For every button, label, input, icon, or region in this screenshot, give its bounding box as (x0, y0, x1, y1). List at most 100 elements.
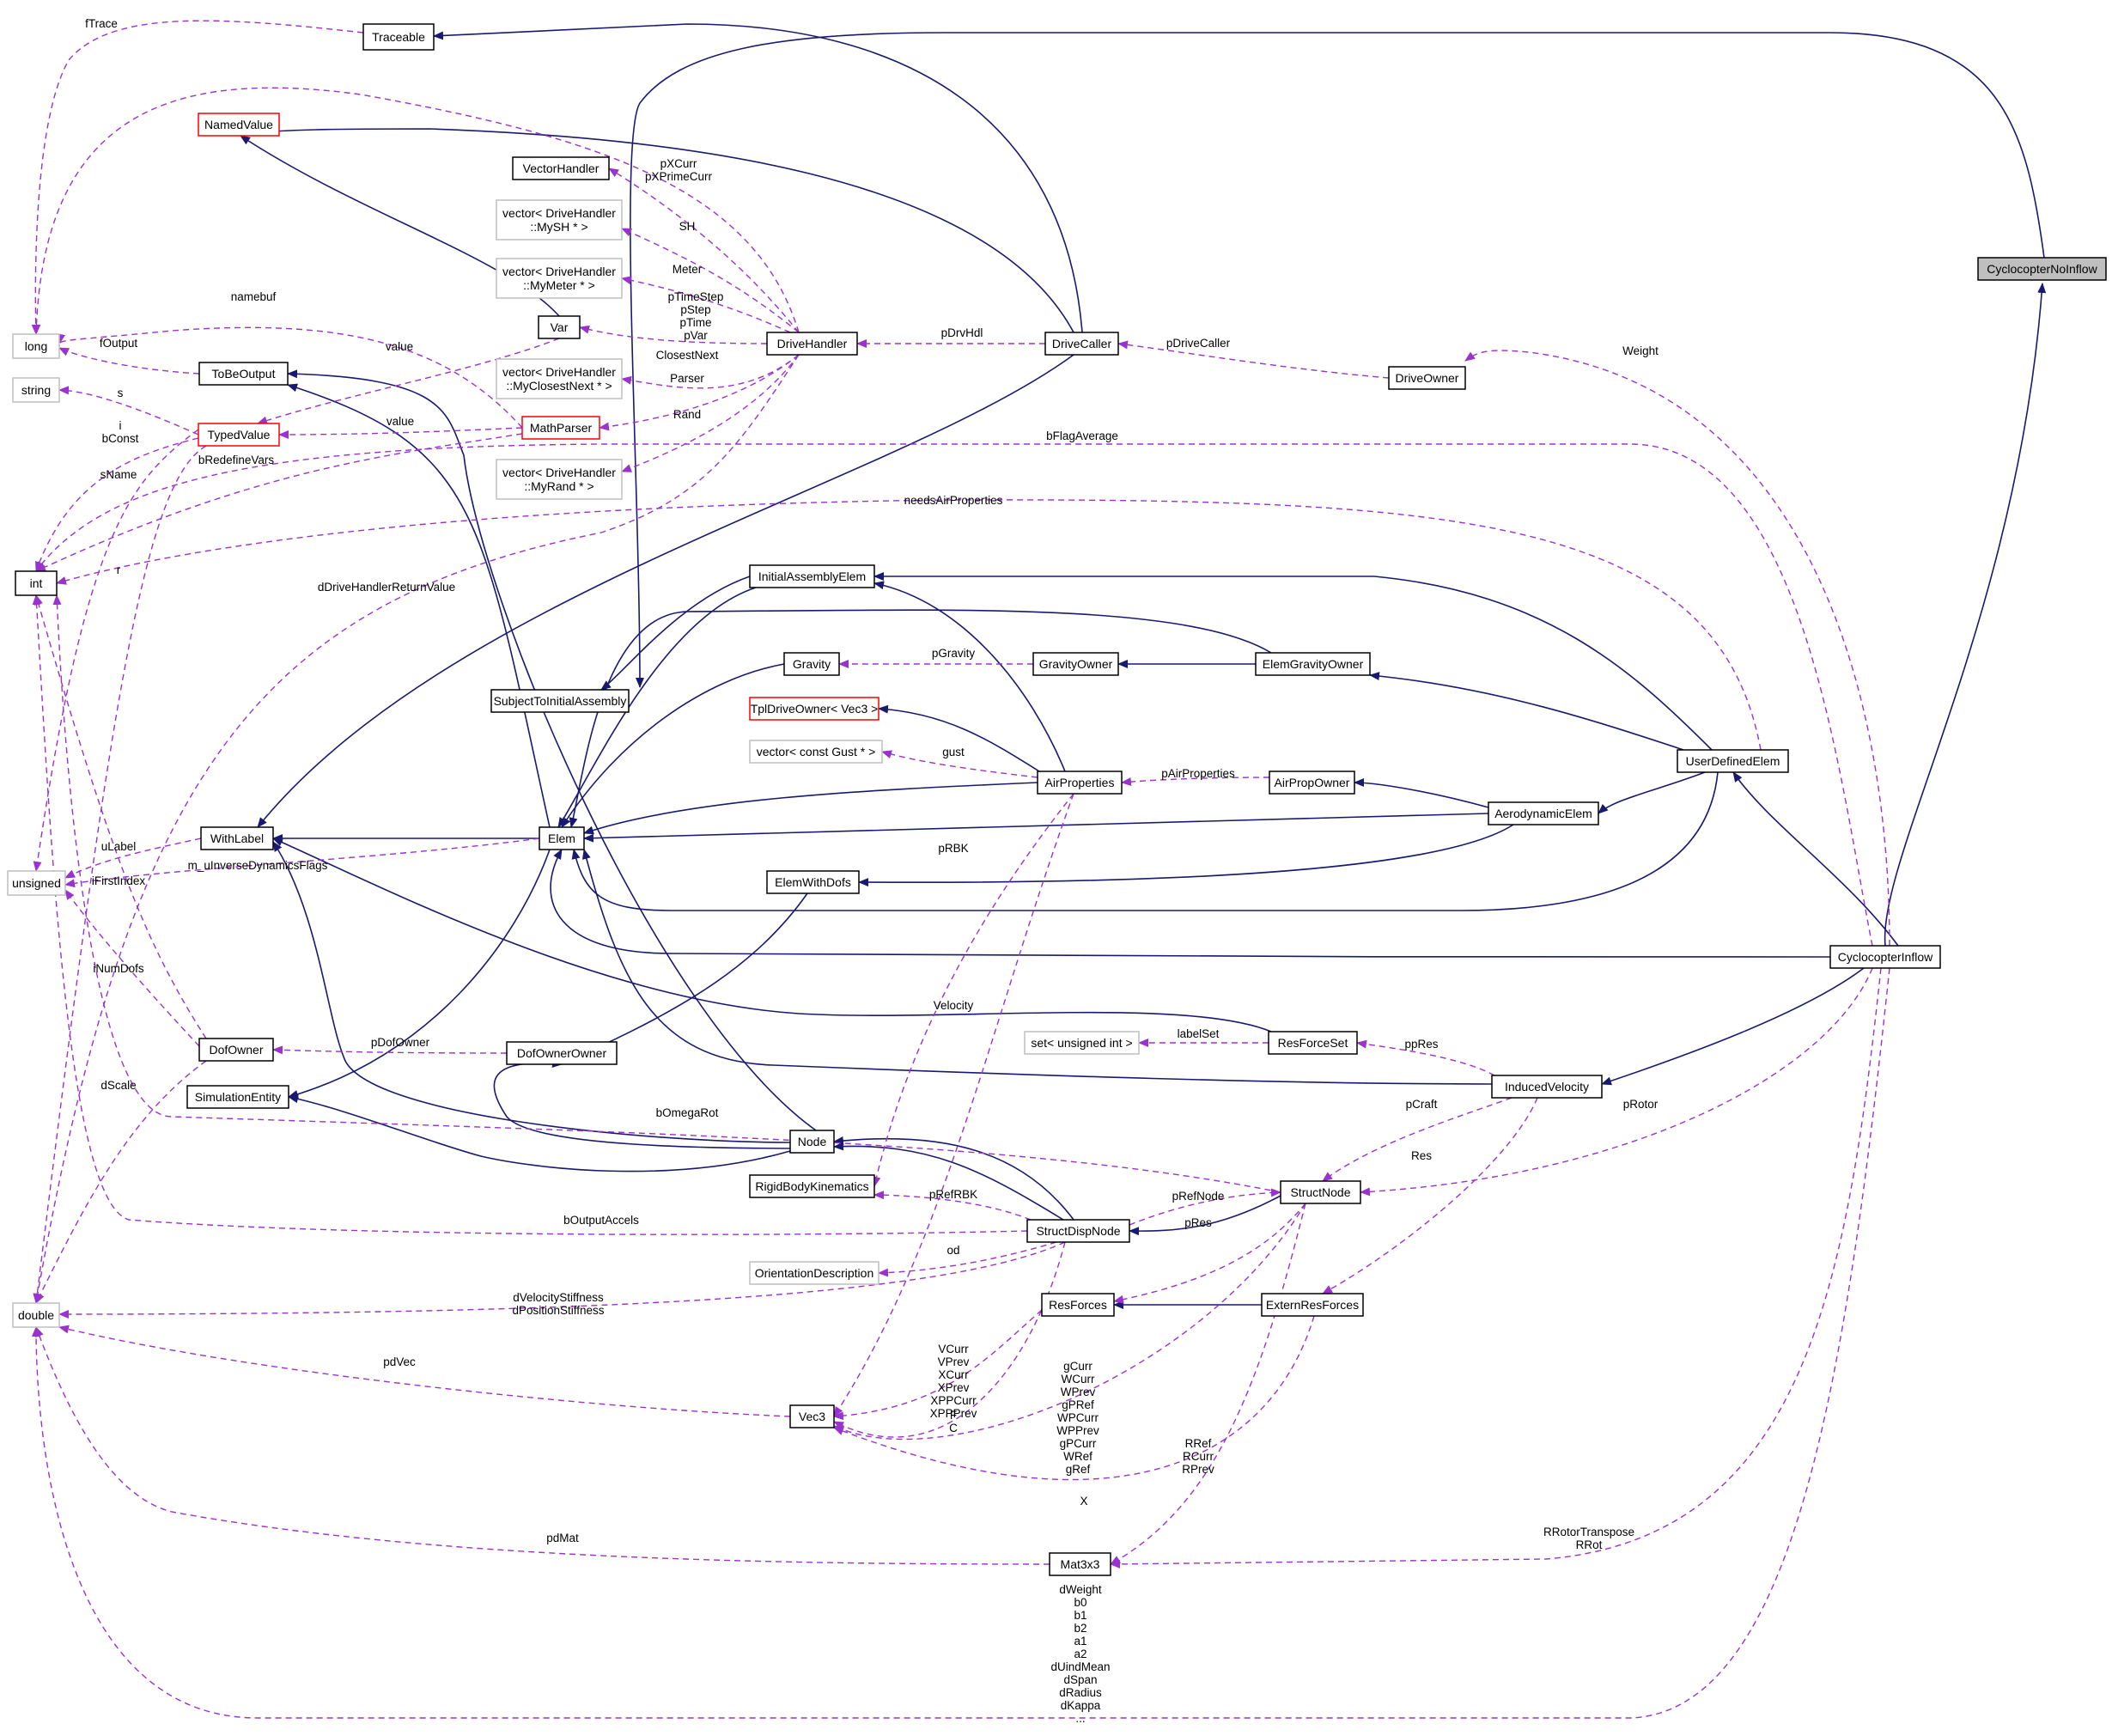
usage-edge-42 (621, 276, 791, 333)
inheritance-edge-15 (272, 838, 1272, 1032)
class-node-traceable[interactable]: Traceable (362, 23, 435, 51)
class-node-gravityowner[interactable]: GravityOwner (1032, 652, 1119, 676)
edge-label-dDriveHandlerReturnValue: dDriveHandlerReturnValue (318, 581, 455, 594)
inheritance-edge-7 (287, 369, 817, 1131)
class-node-border (198, 362, 289, 386)
usage-edge-54 (35, 437, 199, 572)
class-node-resforces[interactable]: ResForces (1041, 1293, 1115, 1317)
class-node-withlabel[interactable]: WithLabel (200, 826, 274, 850)
class-node-vec_mymeter[interactable]: vector< DriveHandler::MyMeter * > (496, 258, 623, 299)
usage-edge-91 (1110, 967, 1882, 1568)
edge-label-value1: value (386, 340, 413, 353)
inheritance-edge-1 (1884, 283, 2047, 947)
class-node-label: TplDriveOwner< Vec3 > (751, 702, 879, 716)
edge-label-uLabel: uLabel (101, 840, 137, 853)
class-node-gravity[interactable]: Gravity (783, 652, 840, 676)
class-node-border (496, 358, 623, 399)
class-node-border (766, 870, 860, 894)
class-node-subjecttoinitialassembly[interactable]: SubjectToInitialAssembly (490, 689, 630, 713)
class-node-border (200, 826, 274, 850)
class-node-tpldriveowner[interactable]: TplDriveOwner< Vec3 > (749, 697, 879, 721)
class-node-vectorhandler[interactable]: VectorHandler (512, 156, 610, 180)
edge-label-namebuf: namebuf (231, 290, 277, 303)
class-node-vec3[interactable]: Vec3 (789, 1404, 835, 1428)
class-node-dofowner[interactable]: DofOwner (198, 1038, 274, 1062)
class-node-externresforces[interactable]: ExternResForces (1261, 1293, 1364, 1317)
edge-label-pRefNode: pRefNode (1172, 1190, 1225, 1203)
usage-edge-49 (1464, 350, 1890, 947)
class-node-vec_myrand[interactable]: vector< DriveHandler::MyRand * > (496, 459, 623, 500)
edge-label-value2: value (386, 415, 414, 428)
usage-edge-41 (621, 228, 800, 333)
class-node-label: UserDefinedElem (1686, 754, 1780, 768)
class-node-unsigned[interactable]: unsigned (7, 870, 66, 896)
class-node-namedvalue[interactable]: NamedValue (198, 113, 280, 137)
class-node-label: Traceable (372, 30, 425, 44)
usage-edge-39 (32, 87, 800, 335)
class-node-userdefinedelem[interactable]: UserDefinedElem (1677, 749, 1789, 773)
class-node-border (749, 697, 879, 721)
class-node-vec_mysh[interactable]: vector< DriveHandler::MySH * > (496, 199, 623, 241)
class-node-int[interactable]: int (15, 570, 58, 596)
class-node-resforceset[interactable]: ResForceSet (1268, 1031, 1358, 1055)
class-node-border (186, 1085, 289, 1109)
usage-edge-45 (58, 347, 200, 375)
usage-edge-69 (34, 594, 207, 1039)
edge-label-pCraft: pCraft (1406, 1098, 1438, 1111)
class-node-aerodynamicelem[interactable]: AerodynamicElem (1488, 801, 1599, 825)
edge-label-Weight: Weight (1622, 344, 1659, 357)
class-node-rigidbodykinematics[interactable]: RigidBodyKinematics (749, 1174, 875, 1198)
class-node-cyclonoinflow[interactable]: CyclocopterNoInflow (1977, 257, 2107, 281)
class-node-simulationentity[interactable]: SimulationEntity (186, 1085, 289, 1109)
class-node-structdispnode[interactable]: StructDispNode (1026, 1219, 1130, 1243)
edge-label-m_uInverse: m_uInverseDynamicsFlags (188, 859, 328, 872)
class-node-border (1488, 801, 1599, 825)
edge-label-Res: Res (1411, 1149, 1432, 1162)
usage-edge-57 (35, 433, 523, 572)
class-node-cyclocopterinflow[interactable]: CyclocopterInflow (1829, 945, 1941, 969)
inheritance-edge-9 (493, 1059, 825, 1149)
class-node-border (749, 564, 875, 588)
class-node-orientationdescription[interactable]: OrientationDescription (749, 1261, 879, 1285)
inheritance-edge-13 (1129, 1195, 1281, 1236)
edge-label-sName: sName (100, 468, 137, 481)
edge-label-fTrace: fTrace (85, 17, 118, 30)
class-node-elem[interactable]: Elem (539, 826, 585, 850)
class-node-dofownerowner[interactable]: DofOwnerOwner (506, 1041, 618, 1065)
class-node-border (749, 1174, 875, 1198)
class-node-inducedvelocity[interactable]: InducedVelocity (1491, 1075, 1603, 1099)
class-node-initialassemblyelem[interactable]: InitialAssemblyElem (749, 564, 875, 588)
class-node-border (12, 1302, 60, 1328)
class-node-drivecaller[interactable]: DriveCaller (1044, 332, 1119, 356)
class-node-airpropowner[interactable]: AirPropOwner (1269, 771, 1355, 795)
class-node-mat3x3[interactable]: Mat3x3 (1049, 1552, 1111, 1576)
class-node-long[interactable]: long (12, 333, 60, 359)
class-node-elemgravityowner[interactable]: ElemGravityOwner (1255, 652, 1371, 676)
class-node-driveowner[interactable]: DriveOwner (1388, 366, 1466, 390)
class-node-border (749, 1261, 879, 1285)
class-node-node[interactable]: Node (789, 1130, 835, 1154)
usage-edge-61 (33, 354, 800, 1304)
class-node-var[interactable]: Var (538, 315, 581, 339)
class-node-string[interactable]: string (12, 377, 60, 403)
class-node-border (1268, 1031, 1358, 1055)
class-node-label: ToBeOutput (212, 367, 276, 381)
class-node-typedvalue[interactable]: TypedValue (198, 423, 280, 447)
class-node-airproperties[interactable]: AirProperties (1037, 771, 1123, 795)
class-node-drivehandler[interactable]: DriveHandler (766, 332, 858, 356)
usage-edge-59 (56, 499, 1762, 751)
usage-edge-52 (599, 354, 800, 431)
usage-edge-53 (278, 427, 523, 439)
edge-label-pGravity: pGravity (932, 647, 976, 660)
class-node-structnode[interactable]: StructNode (1280, 1180, 1361, 1204)
class-node-elemwithdofs[interactable]: ElemWithDofs (766, 870, 860, 894)
class-node-mathparser[interactable]: MathParser (521, 416, 600, 440)
class-node-vec_gust[interactable]: vector< const Gust * > (749, 740, 883, 764)
class-node-double[interactable]: double (12, 1302, 60, 1328)
class-node-border (789, 1404, 835, 1428)
class-node-tobeoutput[interactable]: ToBeOutput (198, 362, 289, 386)
class-node-set_unsigned[interactable]: set< unsigned int > (1024, 1031, 1140, 1055)
class-node-vec_myclosest[interactable]: vector< DriveHandler::MyClosestNext * > (496, 358, 623, 399)
